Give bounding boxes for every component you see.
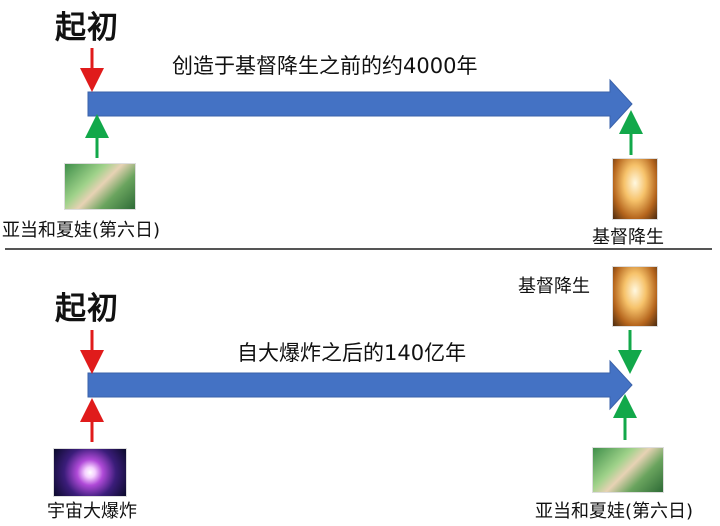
timeline-arrow-top [87, 78, 633, 130]
bottom-caption: 自大爆炸之后的140亿年 [237, 341, 467, 365]
beginning-title: 起初 [55, 291, 119, 327]
christ-birth-label: 基督降生 [518, 276, 590, 297]
top-caption: 创造于基督降生之前的约4000年 [172, 54, 478, 78]
christ-birth-label: 基督降生 [592, 227, 664, 248]
jesus-image [612, 158, 658, 220]
big-bang-label: 宇宙大爆炸 [47, 501, 137, 522]
jesus-image [612, 266, 658, 327]
adam-eve-image [592, 447, 664, 493]
adam-eve-image [64, 163, 136, 210]
adam-eve-label: 亚当和夏娃(第六日) [2, 220, 161, 241]
adam-eve-label: 亚当和夏娃(第六日) [535, 501, 694, 522]
timeline-arrow-bottom [87, 359, 633, 411]
beginning-title: 起初 [55, 10, 119, 46]
big-bang-image [53, 448, 127, 497]
